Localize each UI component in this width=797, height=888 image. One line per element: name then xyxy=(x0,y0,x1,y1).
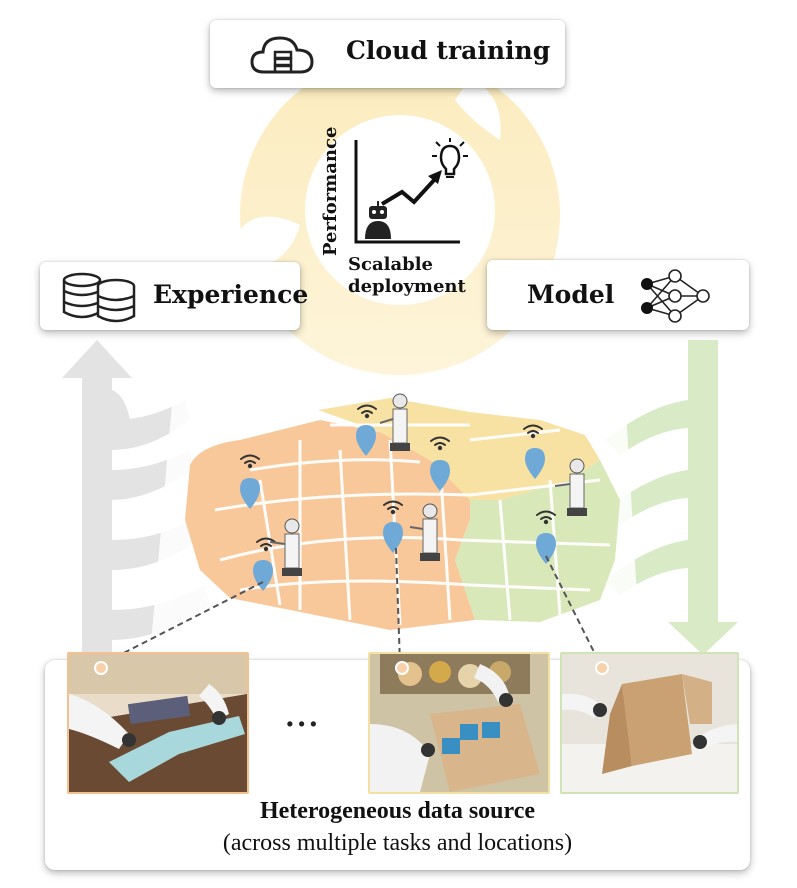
lightbulb-icon xyxy=(432,138,468,178)
location-pins xyxy=(240,425,556,591)
samples-ellipsis: ... xyxy=(285,700,321,733)
map-streets xyxy=(214,423,611,626)
experience-label: Experience xyxy=(153,280,309,309)
robot-icon xyxy=(365,201,391,239)
cloud-training-card: Cloud training xyxy=(210,20,565,88)
wifi-icons xyxy=(240,404,556,552)
experience-card: Experience xyxy=(40,262,308,330)
deployment-label: deployment xyxy=(348,276,466,297)
data-source-title: Heterogeneous data source xyxy=(259,798,536,824)
model-card: Model xyxy=(487,260,749,330)
sample-photo-cloth-folding xyxy=(67,652,249,794)
performance-chart-icon xyxy=(354,138,468,244)
pin-connectors xyxy=(101,547,601,665)
map-robots xyxy=(269,393,587,576)
scalable-label: Scalable xyxy=(348,254,433,275)
cycle-ring-notch-left xyxy=(230,216,300,270)
scalable-deployment-label: Scalable deployment xyxy=(348,254,466,298)
sample-photo-box-assembly xyxy=(560,652,739,794)
sample-photo-box-packing xyxy=(368,652,550,794)
cloud-training-label: Cloud training xyxy=(346,36,551,65)
performance-disc xyxy=(305,115,495,305)
cycle-ring-notch-top xyxy=(455,78,501,140)
neural-network-icon xyxy=(641,269,710,323)
model-label: Model xyxy=(527,280,615,309)
database-icon xyxy=(62,272,136,323)
performance-axis-label: Performance xyxy=(320,126,341,256)
data-source-subtitle: (across multiple tasks and locations) xyxy=(222,830,573,856)
cloud-server-icon xyxy=(250,36,314,74)
